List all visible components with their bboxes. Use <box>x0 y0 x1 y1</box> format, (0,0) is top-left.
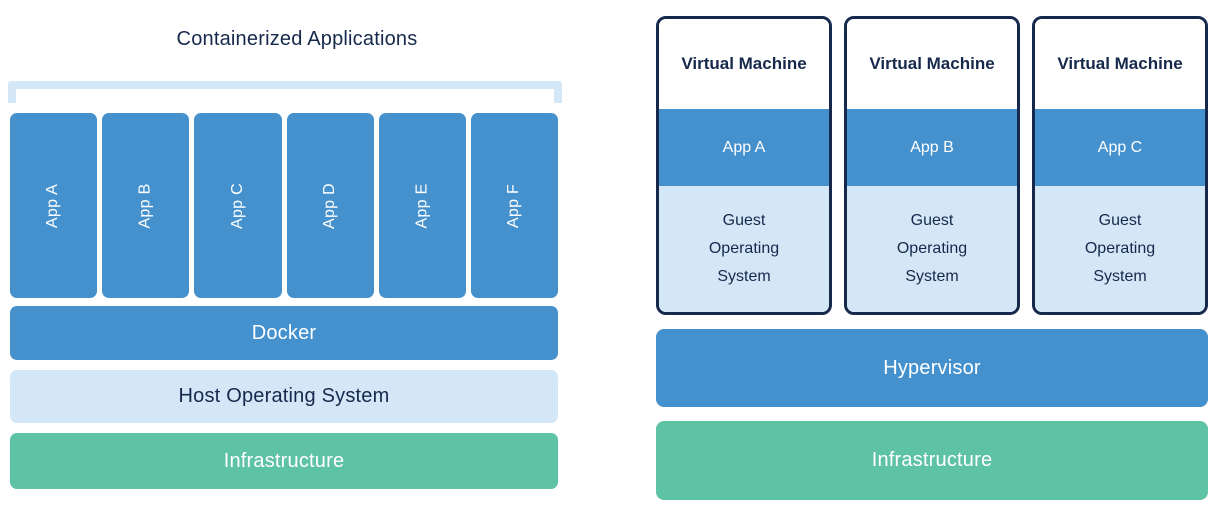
vm-title: Virtual Machine <box>659 19 829 109</box>
container-app-b: App B <box>102 113 190 298</box>
vm-title: Virtual Machine <box>847 19 1017 109</box>
container-app-e: App E <box>378 113 466 298</box>
group-bracket <box>8 81 562 103</box>
container-app-d: App D <box>286 113 374 298</box>
container-app-label: App D <box>321 182 339 229</box>
virtual-machine-box-1: Virtual Machine App A Guest Operating Sy… <box>656 16 832 315</box>
containerized-applications-title: Containerized Applications <box>176 28 418 50</box>
container-app-label: App B <box>136 182 154 229</box>
infrastructure-layer-left: Infrastructure <box>10 433 558 489</box>
container-app-label: App F <box>505 183 523 228</box>
vm-guest-os-label: Guest Operating System <box>1084 212 1156 285</box>
infrastructure-layer-right: Infrastructure <box>656 421 1208 500</box>
container-app-label: App C <box>228 182 246 229</box>
vm-app-c: App C <box>1035 109 1205 186</box>
vm-guest-os: Guest Operating System <box>847 186 1017 312</box>
vm-title: Virtual Machine <box>1035 19 1205 109</box>
vm-guest-os-label: Guest Operating System <box>708 212 780 285</box>
docker-layer: Docker <box>10 306 558 360</box>
vm-app-a: App A <box>659 109 829 186</box>
vm-app-b: App B <box>847 109 1017 186</box>
container-app-label: App E <box>413 182 431 229</box>
vm-guest-os: Guest Operating System <box>1035 186 1205 312</box>
container-app-label: App A <box>44 183 62 228</box>
container-app-f: App F <box>470 113 559 298</box>
vm-guest-os-label: Guest Operating System <box>896 212 968 285</box>
container-apps-row: App A App B App C App D App E App F <box>10 113 559 298</box>
virtual-machine-box-3: Virtual Machine App C Guest Operating Sy… <box>1032 16 1208 315</box>
host-os-layer: Host Operating System <box>10 370 558 423</box>
vm-guest-os: Guest Operating System <box>659 186 829 312</box>
container-app-a: App A <box>10 113 98 298</box>
container-app-c: App C <box>194 113 282 298</box>
hypervisor-layer: Hypervisor <box>656 329 1208 407</box>
virtual-machine-box-2: Virtual Machine App B Guest Operating Sy… <box>844 16 1020 315</box>
